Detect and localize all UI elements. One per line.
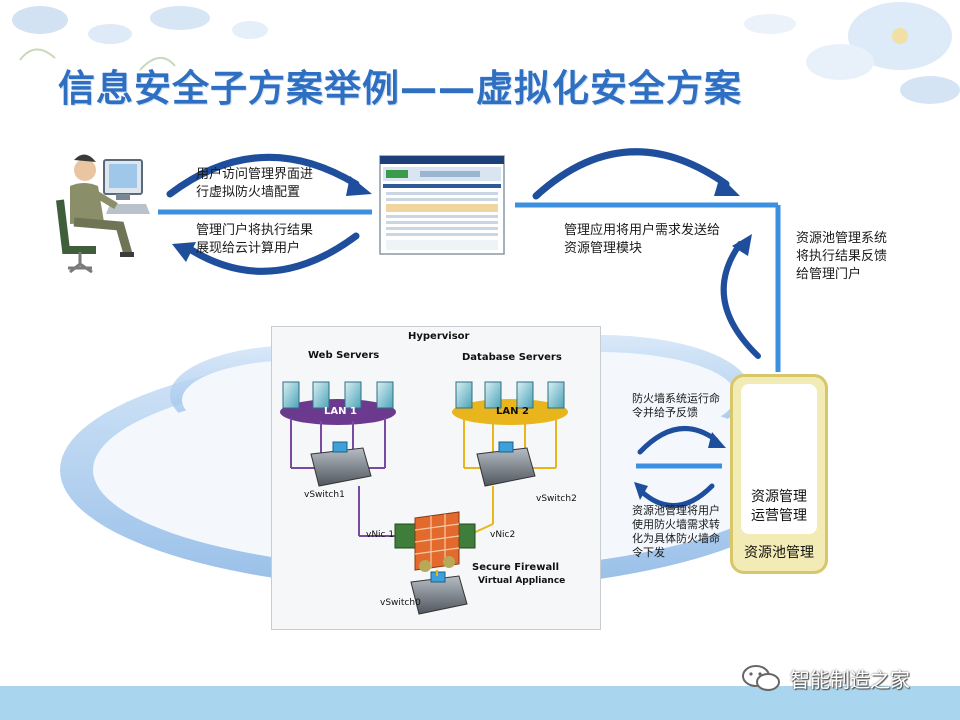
label-line: 给管理门户 <box>796 267 862 282</box>
firewall-title-label: Secure Firewall <box>472 562 560 573</box>
label-firewall-feedback: 防火墙系统运行命 令并给予反馈 <box>632 392 720 420</box>
firewall-sub-label: Virtual Appliance <box>478 576 566 586</box>
flower-decoration-right <box>744 2 960 104</box>
database-server-icons <box>455 381 565 409</box>
label-line: 行虚拟防火墙配置 <box>196 185 301 200</box>
hypervisor-title: Hypervisor <box>408 331 470 342</box>
label-line: 资源池管理将用户 <box>632 504 720 517</box>
vswitch1-icon <box>310 441 372 487</box>
label-line: 令并给予反馈 <box>632 406 698 419</box>
resource-inner-panel <box>741 384 817 534</box>
vnic2-label: vNic2 <box>490 530 516 540</box>
vnic1-label: vNic 1 <box>366 530 395 540</box>
vswitch0-icon <box>410 571 468 615</box>
wechat-icon <box>742 665 780 691</box>
label-line: 化为具体防火墙命 <box>632 532 720 545</box>
web-server-icons <box>282 381 394 409</box>
label-line: 用户访问管理界面进 <box>196 167 314 182</box>
resource-inner-label: 资源管理 运营管理 <box>741 488 817 526</box>
label-portal-result: 管理门户将执行结果 展现给云计算用户 <box>196 222 313 258</box>
management-portal-screenshot <box>379 155 505 255</box>
label-line: 使用防火墙需求转 <box>632 518 720 531</box>
vswitch2-icon <box>476 441 536 487</box>
label-line: 资源管理模块 <box>564 241 643 256</box>
firewall-icon <box>414 511 460 572</box>
label-line: 管理门户将执行结果 <box>196 223 314 238</box>
vswitch2-label: vSwitch2 <box>536 494 577 504</box>
vswitch0-label: vSwitch0 <box>380 598 421 608</box>
vnic1-icon <box>394 523 416 549</box>
label-line: 令下发 <box>632 546 665 559</box>
label-resource-to-firewall: 资源池管理将用户 使用防火墙需求转 化为具体防火墙命 令下发 <box>632 504 720 560</box>
label-line: 资源池管理系统 <box>796 231 888 246</box>
web-servers-label: Web Servers <box>308 350 380 361</box>
label-line: 管理应用将用户需求发送给 <box>564 223 721 238</box>
user-at-computer-icon <box>56 154 150 274</box>
vswitch1-label: vSwitch1 <box>304 490 345 500</box>
page-title: 信息安全子方案举例——虚拟化安全方案 <box>58 67 742 110</box>
label-portal-to-resource: 管理应用将用户需求发送给 资源管理模块 <box>564 222 720 258</box>
brand-label: 智能制造之家 <box>790 668 910 692</box>
flower-decoration-left <box>12 6 268 71</box>
label-resource-feedback: 资源池管理系统 将执行结果反馈 给管理门户 <box>796 230 887 284</box>
label-user-access: 用户访问管理界面进 行虚拟防火墙配置 <box>196 166 313 202</box>
label-line: 展现给云计算用户 <box>196 241 301 256</box>
label-line: 资源管理 <box>751 489 807 505</box>
curved-arrows <box>166 148 761 508</box>
label-line: 将执行结果反馈 <box>796 249 888 264</box>
hypervisor-diagram <box>280 381 568 615</box>
resource-outer-label: 资源池管理 <box>744 545 814 561</box>
label-line: 防火墙系统运行命 <box>632 392 720 405</box>
footer-bar <box>0 686 960 720</box>
label-line: 运营管理 <box>751 508 807 524</box>
flow-lines <box>158 202 781 469</box>
lan1-label: LAN 1 <box>324 406 357 417</box>
lan2-label: LAN 2 <box>496 406 529 417</box>
lan1-disk <box>280 399 396 425</box>
database-servers-label: Database Servers <box>462 352 562 363</box>
lan2-disk <box>452 399 568 425</box>
lan1-wiring <box>290 418 397 537</box>
